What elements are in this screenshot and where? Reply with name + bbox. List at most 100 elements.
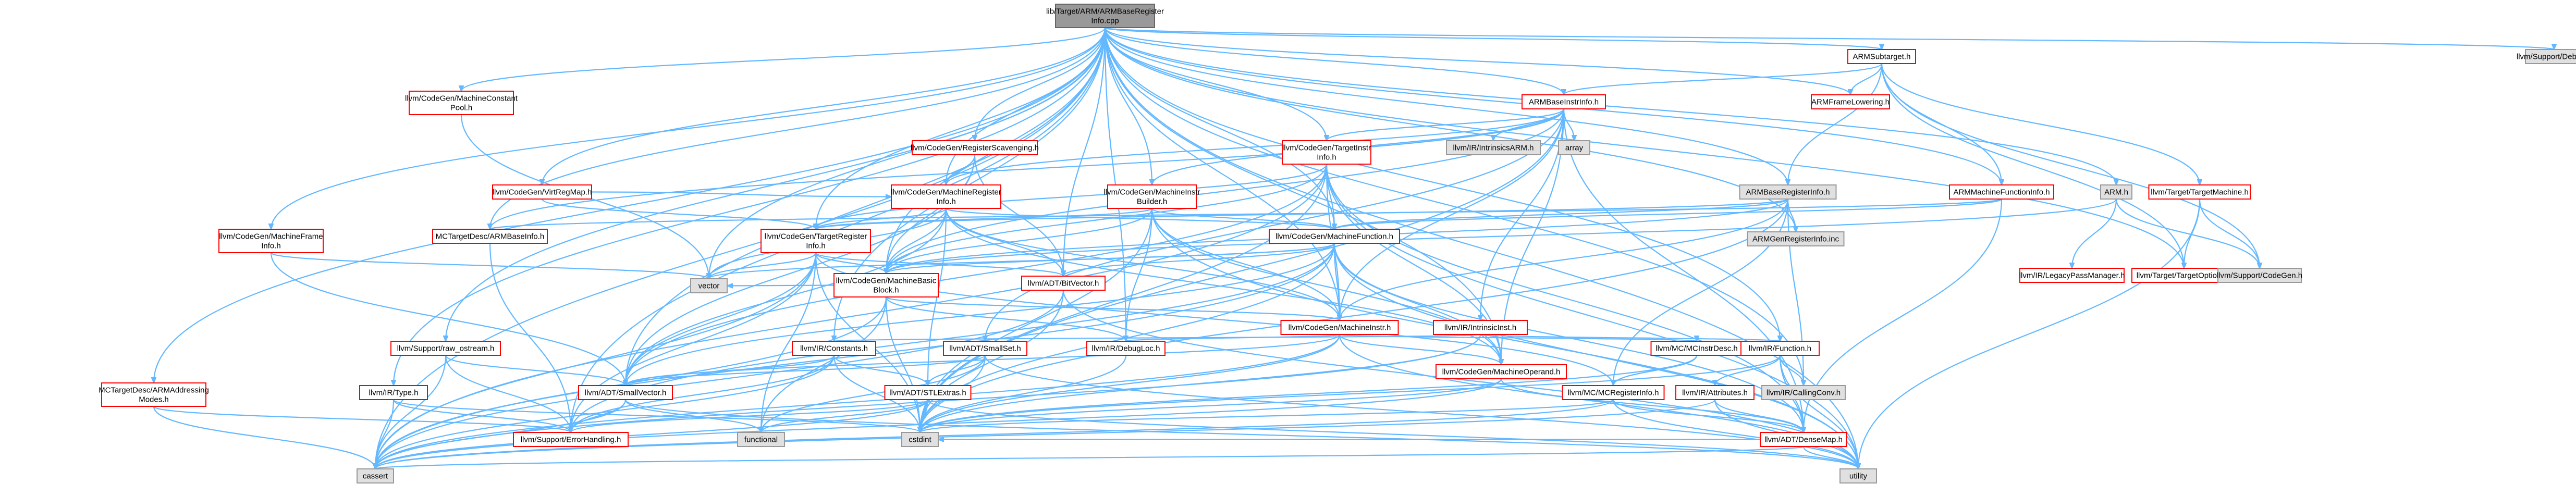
edge-baseinstr-to-tii xyxy=(1327,108,1565,141)
node-smallvector[interactable]: llvm/ADT/SmallVector.h xyxy=(578,385,673,400)
node-irfunction[interactable]: llvm/IR/Function.h xyxy=(1740,341,1820,356)
node-targetmachine[interactable]: llvm/Target/TargetMachine.h xyxy=(2148,184,2251,200)
edge-rawostream-to-errorhandling xyxy=(445,355,571,432)
node-label-attributes: llvm/IR/Attributes.h xyxy=(1682,389,1748,398)
node-baseinstr[interactable]: ARMBaseInstrInfo.h xyxy=(1522,94,1606,109)
node-label-root: Info.cpp xyxy=(1091,17,1119,26)
edge-tii-to-densemap xyxy=(1326,164,1804,432)
edge-smallvector-to-utility xyxy=(624,399,1858,469)
node-mfi[interactable]: ARMMachineFunctionInfo.h xyxy=(1949,184,2054,200)
edge-constants-to-cassert xyxy=(375,355,835,469)
node-callingconv[interactable]: llvm/IR/CallingConv.h xyxy=(1761,385,1846,400)
node-regscav[interactable]: llvm/CodeGen/RegisterScavenging.h xyxy=(911,140,1039,155)
node-label-functional: functional xyxy=(744,436,778,444)
node-mcregisterinfo[interactable]: llvm/MC/MCRegisterInfo.h xyxy=(1562,385,1665,400)
node-smallset[interactable]: llvm/ADT/SmallSet.h xyxy=(943,341,1027,356)
edge-root-to-mf xyxy=(1104,27,1334,229)
edge-irtype-to-cstdint xyxy=(392,399,920,432)
edge-mri-to-tri xyxy=(816,208,947,229)
node-label-utility: utility xyxy=(1849,472,1868,481)
edge-root-to-constpool xyxy=(461,27,1106,91)
edge-attributes-to-densemap xyxy=(1714,399,1804,432)
node-armh[interactable]: ARM.h xyxy=(2100,184,2132,200)
node-intrinsicsarm[interactable]: llvm/IR/IntrinsicsARM.h xyxy=(1446,140,1541,155)
node-box-mcregisterinfo xyxy=(1562,385,1665,400)
node-baseregisterinfo[interactable]: ARMBaseRegisterInfo.h xyxy=(1739,184,1837,200)
node-cassert[interactable]: cassert xyxy=(357,468,394,483)
node-irtype[interactable]: llvm/IR/Type.h xyxy=(359,385,428,400)
edge-mf-to-utility xyxy=(1333,243,1858,469)
node-mcarmbaseinfo[interactable]: MCTargetDesc/ARMBaseInfo.h xyxy=(432,229,548,244)
node-mf[interactable]: llvm/CodeGen/MachineFunction.h xyxy=(1269,229,1400,244)
node-label-mcregisterinfo: llvm/MC/MCRegisterInfo.h xyxy=(1567,389,1659,398)
node-constants[interactable]: llvm/IR/Constants.h xyxy=(792,341,876,356)
edge-mi-to-cstdint xyxy=(920,334,1341,432)
node-box-subtarget xyxy=(1847,49,1916,64)
node-codegenh[interactable]: llvm/Support/CodeGen.h xyxy=(2217,268,2302,283)
edge-root-to-baseregisterinfo xyxy=(1104,27,1788,185)
edge-subtarget-to-targetmachine xyxy=(1881,63,2200,185)
edge-irfunction-to-attributes xyxy=(1715,355,1781,386)
node-vector[interactable]: vector xyxy=(690,278,728,293)
edge-mcregisterinfo-to-utility xyxy=(1612,399,1858,469)
node-box-mcarmbaseinfo xyxy=(432,229,548,244)
node-genregisterinfo[interactable]: ARMGenRegisterInfo.inc xyxy=(1747,231,1845,246)
node-label-targetoptions: llvm/Target/TargetOptions.h xyxy=(2137,271,2232,280)
node-utility[interactable]: utility xyxy=(1839,468,1877,483)
node-debug[interactable]: llvm/Support/Debug.h xyxy=(2517,49,2576,64)
node-intrinsicinst[interactable]: llvm/IR/IntrinsicInst.h xyxy=(1433,320,1528,335)
edge-mcregisterinfo-to-cstdint xyxy=(920,399,1614,432)
edge-mfi-to-mf xyxy=(1334,198,2003,229)
edge-stlextras-to-errorhandling xyxy=(571,399,929,432)
node-box-debugloc xyxy=(1086,341,1166,356)
edge-mbb-to-debugloc xyxy=(885,296,1126,341)
node-attributes[interactable]: llvm/IR/Attributes.h xyxy=(1675,385,1755,400)
node-label-bitvector: llvm/ADT/BitVector.h xyxy=(1028,279,1099,288)
node-stlextras[interactable]: llvm/ADT/STLExtras.h xyxy=(884,385,972,400)
edge-root-to-subtarget xyxy=(1104,27,1882,49)
node-densemap[interactable]: llvm/ADT/DenseMap.h xyxy=(1760,432,1847,447)
node-errorhandling[interactable]: llvm/Support/ErrorHandling.h xyxy=(513,432,629,447)
node-mcinstrdesc[interactable]: llvm/MC/MCInstrDesc.h xyxy=(1650,341,1743,356)
edge-root-to-mframeinfo xyxy=(271,27,1106,229)
node-functional[interactable]: functional xyxy=(737,432,785,447)
node-framelowering[interactable]: ARMFrameLowering.h xyxy=(1811,94,1890,109)
node-box-functional xyxy=(737,432,785,447)
node-box-rawostream xyxy=(390,341,501,356)
node-box-mcinstrdesc xyxy=(1650,341,1743,356)
edge-smallvector-to-cassert xyxy=(375,399,627,469)
node-box-mf xyxy=(1269,229,1400,244)
edge-mi-to-mcinstrdesc xyxy=(1339,333,1697,341)
edge-irfunction-to-callingconv xyxy=(1779,355,1804,386)
node-mi[interactable]: llvm/CodeGen/MachineInstr.h xyxy=(1280,320,1399,335)
node-mo[interactable]: llvm/CodeGen/MachineOperand.h xyxy=(1436,364,1567,379)
node-box-cassert xyxy=(357,468,394,483)
node-rawostream[interactable]: llvm/Support/raw_ostream.h xyxy=(390,341,501,356)
node-label-mbb: Block.h xyxy=(873,286,899,295)
node-debugloc[interactable]: llvm/IR/DebugLoc.h xyxy=(1086,341,1166,356)
node-cstdint[interactable]: cstdint xyxy=(901,432,939,447)
node-label-cstdint: cstdint xyxy=(909,436,931,444)
node-legacypm[interactable]: llvm/IR/LegacyPassManager.h xyxy=(2019,268,2125,283)
node-label-debugloc: llvm/IR/DebugLoc.h xyxy=(1092,344,1160,353)
node-box-codegenh xyxy=(2217,268,2302,283)
node-label-mcinstrdesc: llvm/MC/MCInstrDesc.h xyxy=(1655,344,1738,353)
node-box-bitvector xyxy=(1021,276,1106,291)
node-subtarget[interactable]: ARMSubtarget.h xyxy=(1847,49,1916,64)
edge-tri-to-bitvector xyxy=(815,252,1063,276)
node-label-mcaddrmodes: MCTargetDesc/ARMAddressing xyxy=(99,386,209,395)
node-box-utility xyxy=(1839,468,1877,483)
node-bitvector[interactable]: llvm/ADT/BitVector.h xyxy=(1021,276,1106,291)
node-virtregmap[interactable]: llvm/CodeGen/VirtRegMap.h xyxy=(492,184,592,200)
node-array[interactable]: array xyxy=(1558,140,1590,155)
edge-virtregmap-to-mri xyxy=(591,191,891,197)
edge-mframeinfo-to-vector xyxy=(270,252,709,279)
